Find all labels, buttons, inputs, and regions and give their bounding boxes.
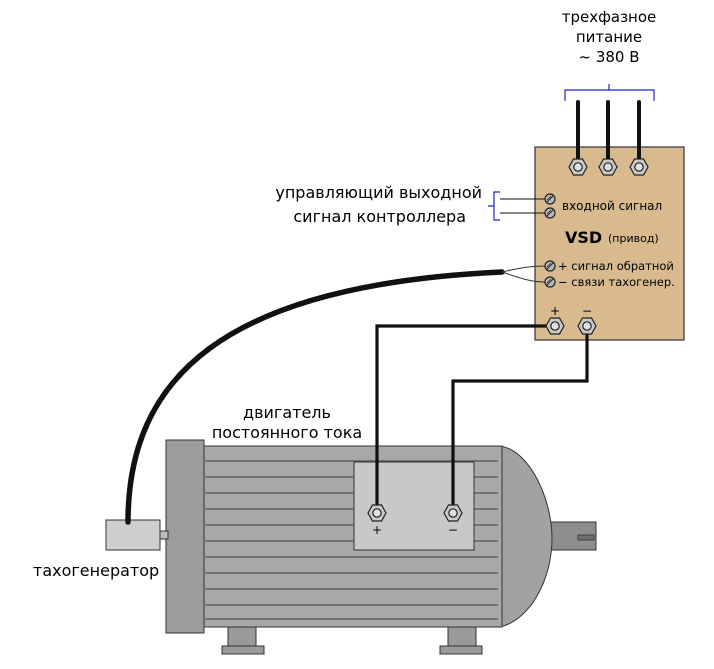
input-terminal-1 bbox=[544, 193, 556, 205]
power-terminal-l1 bbox=[568, 158, 588, 176]
controller-label-line2: сигнал контроллера bbox=[293, 207, 466, 226]
motor-terminal-minus bbox=[443, 504, 463, 522]
feedback-terminal-minus bbox=[544, 276, 556, 288]
dc-motor bbox=[165, 439, 597, 655]
power-label-line2: питание bbox=[576, 28, 642, 46]
vsd-subtitle: (привод) bbox=[608, 232, 659, 245]
feedback-label-line1: + сигнал обратной bbox=[558, 259, 674, 273]
feedback-label-line2: − связи тахогенер. bbox=[558, 275, 675, 289]
motor-end-cap bbox=[499, 445, 553, 628]
vsd-input-label: входной сигнал bbox=[562, 199, 662, 213]
motor-minus-label: − bbox=[448, 523, 458, 537]
motor-terminal-plus bbox=[367, 504, 387, 522]
feedback-wire-plus bbox=[501, 265, 546, 273]
three-phase-power-wires bbox=[576, 100, 641, 164]
vsd-enclosure bbox=[534, 146, 685, 341]
power-label-line3: ~ 380 В bbox=[578, 48, 639, 66]
power-label-line1: трехфазное bbox=[562, 8, 657, 26]
motor-foot-left-base bbox=[221, 645, 265, 655]
motor-shaft-key bbox=[577, 534, 595, 541]
armature-wire-plus bbox=[375, 324, 555, 512]
tachogenerator-label: тахогенератор bbox=[33, 561, 159, 580]
power-terminal-l3 bbox=[629, 158, 649, 176]
feedback-wire-minus bbox=[501, 271, 546, 283]
vsd-output-terminal-minus bbox=[577, 317, 597, 335]
controller-label-line1: управляющий выходной bbox=[275, 183, 482, 202]
vsd-output-minus-label: − bbox=[582, 304, 592, 318]
tacho-feedback-cable bbox=[125, 269, 505, 525]
motor-plus-label: + bbox=[372, 523, 382, 537]
power-bracket bbox=[564, 84, 655, 101]
vsd-title: VSD bbox=[565, 228, 602, 247]
motor-end-flange bbox=[165, 439, 205, 634]
power-terminal-l2 bbox=[598, 158, 618, 176]
tachogenerator-body bbox=[105, 519, 161, 551]
feedback-terminal-plus bbox=[544, 260, 556, 272]
controller-bracket bbox=[488, 191, 500, 221]
motor-label-line1: двигатель bbox=[243, 403, 331, 422]
input-terminal-2 bbox=[544, 207, 556, 219]
vsd-output-plus-label: + bbox=[550, 304, 560, 318]
armature-wire-minus bbox=[451, 326, 589, 512]
tachogenerator-shaft bbox=[159, 530, 169, 540]
motor-foot-right-base bbox=[439, 645, 483, 655]
motor-label-line2: постоянного тока bbox=[212, 423, 362, 442]
vsd-output-terminal-plus bbox=[545, 317, 565, 335]
